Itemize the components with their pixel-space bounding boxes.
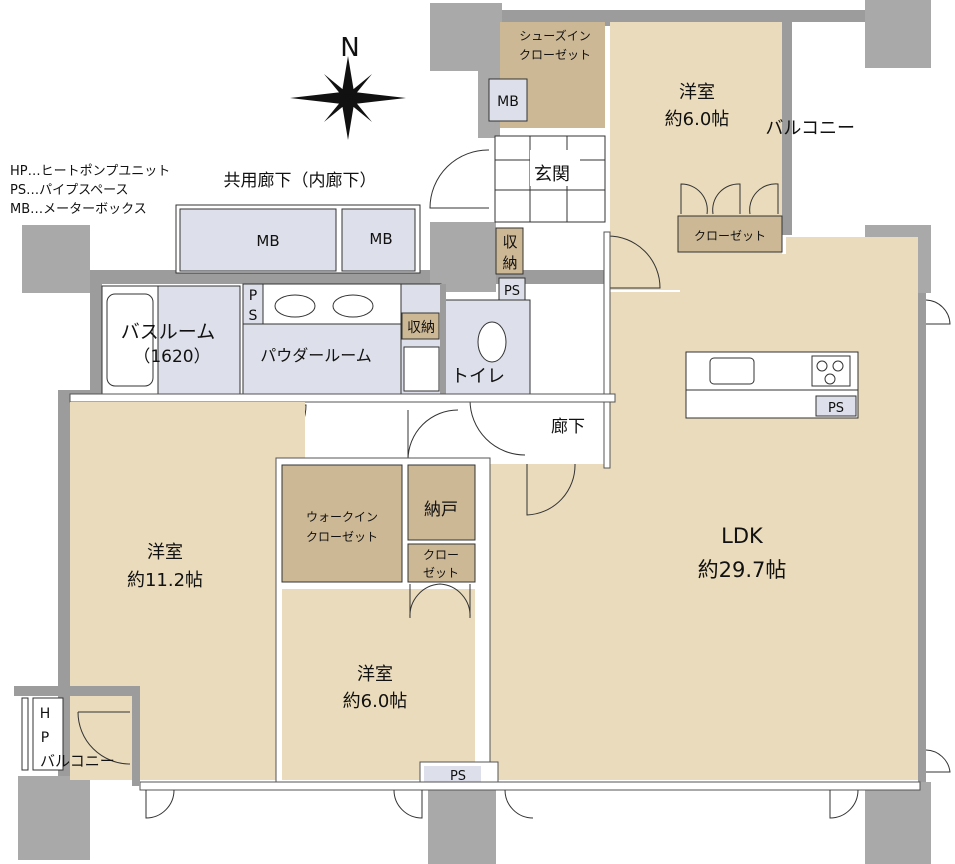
column xyxy=(428,784,496,864)
mb-2-label: MB xyxy=(369,230,392,248)
room-size: 約6.0帖 xyxy=(343,691,408,712)
ldk xyxy=(490,237,918,780)
closet-mid-label: クロー xyxy=(423,548,459,562)
stove-icon xyxy=(811,355,851,387)
meter-box-entrance xyxy=(488,78,528,122)
hp-balcony-label: バルコニー xyxy=(40,752,115,770)
column xyxy=(865,0,931,68)
shoes-closet-label: シューズイン xyxy=(519,28,590,43)
bath-ps-label: S xyxy=(249,308,258,324)
closet-doors xyxy=(680,183,779,215)
storage-label: 納 xyxy=(502,254,517,272)
basin-icon xyxy=(332,294,374,318)
abbreviation-legend: HP…ヒートポンプユニット PS…パイプスペース MB…メーターボックス xyxy=(10,162,170,219)
washer-pan xyxy=(403,346,440,392)
room-name: 洋室 xyxy=(679,82,715,103)
powder-room-label: パウダールーム xyxy=(260,346,372,365)
shoes-closet-label: クローゼット xyxy=(519,48,591,62)
wall-right xyxy=(918,230,926,785)
room-name: 洋室 xyxy=(357,664,393,685)
heat-pump-unit xyxy=(32,697,64,771)
entrance-ps-label: PS xyxy=(504,284,520,299)
entrance-storage xyxy=(495,227,524,275)
column xyxy=(430,222,496,292)
powder-storage xyxy=(401,312,440,340)
closet-top xyxy=(677,215,783,253)
hallway-label: 廊下 xyxy=(551,417,585,437)
balcony-top-label: バルコニー xyxy=(765,118,855,139)
bottom-ps-label: PS xyxy=(450,769,466,784)
closet-mid-label: ゼット xyxy=(423,566,459,580)
walk-in-closet xyxy=(281,464,403,583)
closet-mid xyxy=(407,543,476,583)
compass-icon xyxy=(290,56,406,140)
common-corridor-label: 共用廊下（内廊下） xyxy=(224,171,377,191)
toilet-icon xyxy=(477,321,507,363)
western-room-left xyxy=(70,402,305,780)
kitchen-ps-label: PS xyxy=(828,401,844,416)
legend-ps: PS…パイプスペース xyxy=(10,183,129,198)
sink-icon xyxy=(709,357,755,385)
storage-label: 収 xyxy=(502,233,517,251)
entrance-label: 玄関 xyxy=(534,164,570,185)
hp-label: P xyxy=(41,730,49,746)
powder-room xyxy=(242,323,402,395)
wall-balcony xyxy=(782,20,792,235)
bathroom-size: （1620） xyxy=(133,347,210,367)
meter-box-1 xyxy=(179,208,337,272)
column xyxy=(22,225,90,293)
mb-1-label: MB xyxy=(256,232,279,250)
compass-north-label: N xyxy=(340,33,359,63)
meter-box-2 xyxy=(341,208,416,272)
wall-bath-left xyxy=(90,270,102,400)
nando-label: 納戸 xyxy=(424,500,458,520)
bathroom-name: バスルーム xyxy=(121,321,215,343)
room-size: 約11.2帖 xyxy=(127,570,203,591)
bathtub-icon xyxy=(106,293,154,387)
column xyxy=(430,3,502,71)
balcony-top xyxy=(792,22,865,225)
window-doors xyxy=(145,299,951,819)
walkin-closet-label: ウォークイン xyxy=(306,510,378,524)
bath-ps-label: P xyxy=(249,288,257,304)
ldk-size: 約29.7帖 xyxy=(698,558,787,582)
legend-mb: MB…メーターボックス xyxy=(10,202,147,217)
column xyxy=(18,776,90,860)
closet-top-label: クローゼット xyxy=(694,229,766,243)
western-room-bottom xyxy=(282,589,475,780)
mb-entrance-label: MB xyxy=(497,94,519,110)
hp-label: H xyxy=(40,706,51,722)
basin-icon xyxy=(274,294,316,318)
walkin-closet-label: クローゼット xyxy=(306,530,378,544)
room-name: 洋室 xyxy=(147,542,183,563)
ldk-name: LDK xyxy=(721,524,764,548)
legend-hp: HP…ヒートポンプユニット xyxy=(10,164,171,179)
column xyxy=(865,782,931,864)
powder-storage-label: 収納 xyxy=(407,320,435,336)
toilet-label: トイレ xyxy=(451,366,505,387)
nando xyxy=(407,464,476,541)
room-size: 約6.0帖 xyxy=(665,109,730,130)
